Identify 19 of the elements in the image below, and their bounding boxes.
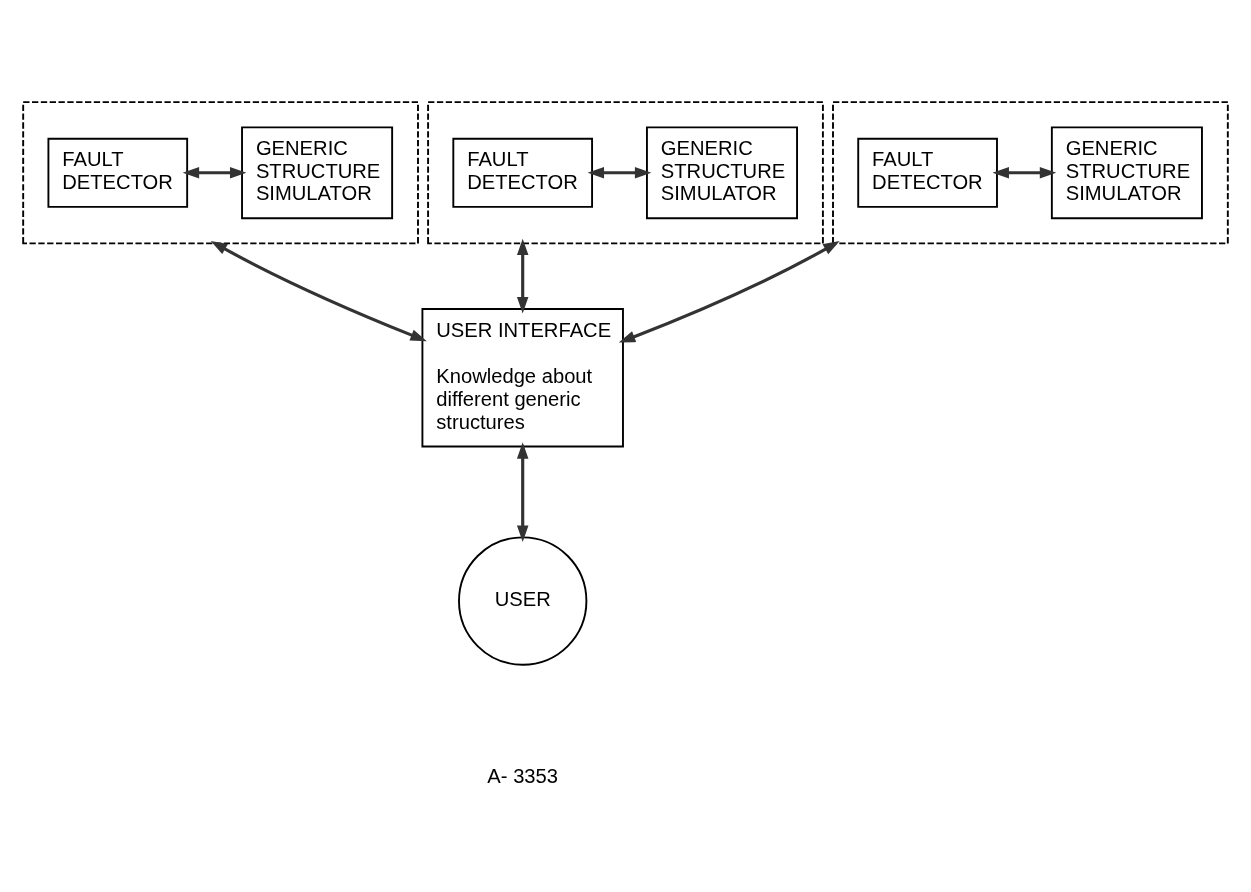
arrow [516,441,529,542]
node-box: FAULT DETECTOR [857,137,998,208]
node-box: FAULT DETECTOR [452,137,593,208]
arrow [587,166,652,179]
arrow [182,166,247,179]
arrow [618,240,840,343]
arrow [516,238,529,313]
cluster [22,100,419,244]
node-circle: USER [458,535,588,666]
node-box: USER INTERFACE Knowledge about different generic structures [421,307,624,447]
node-box: GENERIC STRUCTURE SIMULATOR [1050,125,1203,219]
node-box: GENERIC STRUCTURE SIMULATOR [646,125,798,219]
cluster [427,100,824,244]
arrow [210,240,427,341]
node-box: GENERIC STRUCTURE SIMULATOR [241,125,394,219]
cluster [832,100,1229,244]
label: A- 3353 [487,764,559,787]
node-box: FAULT DETECTOR [47,137,189,208]
arrow [992,166,1057,179]
